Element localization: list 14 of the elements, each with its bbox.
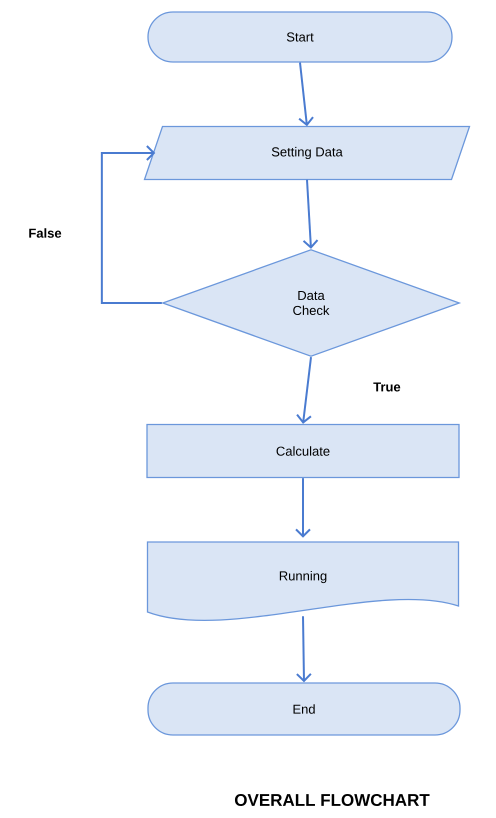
process-box: Calculate	[146, 424, 460, 478]
arrow	[302, 180, 318, 249]
terminal-box: Start	[147, 11, 453, 63]
arrow	[296, 616, 312, 682]
document-box: Running	[146, 541, 460, 621]
arrow	[295, 478, 311, 538]
terminal-box: End	[147, 682, 461, 736]
edge-label: False	[27, 227, 63, 239]
title: OVERALL FLOWCHART	[234, 794, 430, 806]
edge-label: True	[372, 381, 402, 393]
arrow	[100, 145, 162, 304]
data-parallelogram: Setting Data	[144, 126, 470, 180]
arrow	[298, 62, 314, 126]
arrow	[296, 357, 312, 424]
